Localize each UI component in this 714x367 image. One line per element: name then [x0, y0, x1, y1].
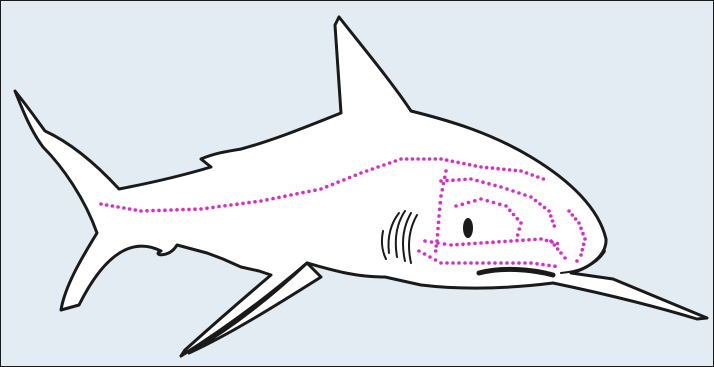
eye-icon: [463, 218, 473, 238]
shark-icon: [15, 17, 707, 356]
